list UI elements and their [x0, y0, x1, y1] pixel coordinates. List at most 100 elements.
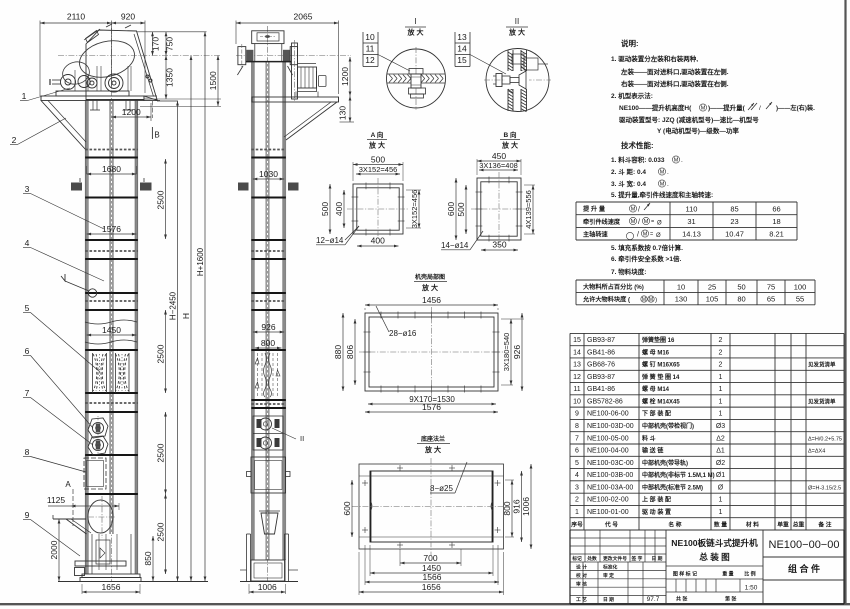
svg-text:3X152=456: 3X152=456: [410, 190, 419, 229]
svg-text:M: M: [649, 297, 653, 303]
svg-text:100: 100: [794, 282, 807, 291]
svg-text:B 向: B 向: [504, 130, 518, 139]
svg-text:130: 130: [675, 295, 688, 304]
svg-text:M: M: [660, 181, 665, 187]
svg-text:3. 斗 宽: 0.4: 3. 斗 宽: 0.4: [611, 179, 646, 188]
svg-text:允许大物料块度 (: 允许大物料块度 (: [582, 296, 631, 304]
svg-text:.: .: [667, 169, 669, 176]
svg-text:处数: 处数: [586, 555, 597, 562]
svg-text:NE100-03C-00: NE100-03C-00: [587, 460, 634, 467]
svg-text:2. 机型表示法:: 2. 机型表示法:: [611, 91, 653, 100]
svg-text:GB93-87: GB93-87: [587, 374, 615, 381]
svg-text:1680: 1680: [102, 164, 121, 174]
svg-text:Ø: Ø: [718, 484, 724, 491]
svg-text:600: 600: [342, 501, 352, 515]
svg-text:23: 23: [730, 217, 738, 226]
svg-text:名 称: 名 称: [668, 520, 681, 528]
svg-text:NE100-06-00: NE100-06-00: [587, 411, 629, 418]
svg-text:400: 400: [334, 202, 344, 216]
svg-text:1: 1: [719, 497, 723, 504]
svg-text:850: 850: [143, 551, 153, 565]
svg-text:NE100-03A-00: NE100-03A-00: [587, 484, 633, 491]
svg-text:31: 31: [687, 217, 695, 226]
svg-text:6: 6: [575, 448, 579, 455]
svg-text:代 号: 代 号: [604, 520, 618, 528]
svg-text:弹簧垫圈 16: 弹簧垫圈 16: [642, 336, 675, 344]
svg-text:更改文件号: 更改文件号: [603, 555, 627, 562]
svg-text:2: 2: [719, 349, 723, 356]
svg-text:1200: 1200: [340, 67, 350, 86]
svg-text:右装——面对进料口,驱动装置在右侧.: 右装——面对进料口,驱动装置在右侧.: [620, 79, 729, 88]
svg-text:14: 14: [573, 349, 581, 356]
svg-text:1: 1: [575, 509, 579, 516]
svg-text:1450: 1450: [102, 325, 121, 335]
svg-text:GB93-87: GB93-87: [587, 337, 615, 344]
svg-text:左装——面对进料口,驱动装置在左侧.: 左装——面对进料口,驱动装置在左侧.: [620, 67, 729, 76]
svg-text:H−2450: H−2450: [168, 291, 177, 320]
svg-text:Δ2: Δ2: [716, 435, 725, 442]
svg-text:14.13: 14.13: [682, 230, 701, 239]
svg-text:上 部 装 配: 上 部 装 配: [642, 496, 671, 504]
svg-text:放 大: 放 大: [424, 445, 441, 454]
svg-text:NE100-05-00: NE100-05-00: [587, 435, 629, 442]
svg-text:放 大: 放 大: [407, 28, 424, 37]
svg-text:8: 8: [575, 423, 579, 430]
svg-text:800: 800: [502, 501, 512, 515]
svg-text:2065: 2065: [294, 12, 313, 22]
svg-text:Y (电动机型号)—级数—功率: Y (电动机型号)—级数—功率: [657, 126, 739, 135]
svg-text:5: 5: [25, 303, 30, 313]
svg-text:驱动装置型号: JZQ (减速机型号)—速比—机型号: 驱动装置型号: JZQ (减速机型号)—速比—机型号: [619, 115, 759, 124]
svg-text:66: 66: [772, 204, 780, 213]
svg-text:A 向: A 向: [371, 130, 384, 139]
svg-text:GB41-86: GB41-86: [587, 349, 615, 356]
svg-text:放 大: 放 大: [501, 141, 518, 150]
svg-text:85: 85: [730, 204, 738, 213]
svg-text:见发货清单: 见发货清单: [808, 361, 836, 369]
svg-text:Ø2: Ø2: [716, 460, 725, 467]
svg-text:.: .: [681, 157, 683, 164]
svg-text:9: 9: [575, 411, 579, 418]
svg-text:8.21: 8.21: [769, 230, 784, 239]
svg-text:18: 18: [772, 217, 780, 226]
svg-text:中部机壳(带导轨): 中部机壳(带导轨): [642, 459, 688, 467]
svg-text:弹 簧 垫 圈 14: 弹 簧 垫 圈 14: [642, 373, 680, 381]
svg-text:750: 750: [165, 37, 175, 51]
svg-text:提 升 量: 提 升 量: [583, 205, 606, 213]
svg-text:10.47: 10.47: [725, 230, 744, 239]
svg-text:Ø1: Ø1: [716, 472, 725, 479]
svg-text:25: 25: [708, 282, 716, 291]
svg-text:14: 14: [457, 44, 467, 54]
svg-text:Δ=ΔX4: Δ=ΔX4: [808, 449, 825, 455]
svg-text:Ø: Ø: [656, 233, 661, 239]
svg-text:130: 130: [338, 106, 348, 120]
svg-text:5. 填充系数按 0.7倍计算.: 5. 填充系数按 0.7倍计算.: [611, 243, 683, 252]
svg-text:输 送 链: 输 送 链: [642, 447, 664, 455]
svg-text:2: 2: [575, 497, 579, 504]
svg-text:1456: 1456: [422, 295, 441, 305]
svg-text:NE100-02-00: NE100-02-00: [587, 497, 629, 504]
svg-text:.: .: [667, 181, 669, 188]
svg-text:800: 800: [261, 338, 275, 348]
svg-text:350: 350: [492, 240, 506, 250]
svg-text:7: 7: [25, 388, 30, 398]
svg-text:)——左(右)装.: )——左(右)装.: [776, 104, 815, 112]
svg-text:GB68-76: GB68-76: [587, 362, 615, 369]
svg-text:11: 11: [573, 386, 580, 393]
svg-text:806: 806: [345, 345, 355, 359]
svg-text:审 核: 审 核: [576, 580, 587, 587]
svg-text:中部机壳(带检视门): 中部机壳(带检视门): [642, 422, 694, 430]
svg-text:I: I: [414, 17, 416, 26]
svg-text:Ø=H-3.15/2.5: Ø=H-3.15/2.5: [808, 485, 841, 491]
svg-text:校 对: 校 对: [576, 572, 587, 579]
svg-text:Ø: Ø: [657, 221, 662, 227]
svg-text:/: /: [638, 207, 640, 214]
svg-text:螺 钉 M16X65: 螺 钉 M16X65: [642, 361, 680, 369]
svg-text:日 期: 日 期: [603, 596, 614, 603]
svg-text:单重: 单重: [777, 520, 789, 528]
svg-text:1006: 1006: [258, 582, 277, 592]
svg-text:4: 4: [25, 238, 30, 248]
svg-text:500: 500: [456, 202, 466, 216]
svg-text:审 定: 审 定: [603, 572, 614, 579]
svg-text:1450: 1450: [422, 563, 441, 573]
svg-text:序号: 序号: [571, 520, 583, 528]
